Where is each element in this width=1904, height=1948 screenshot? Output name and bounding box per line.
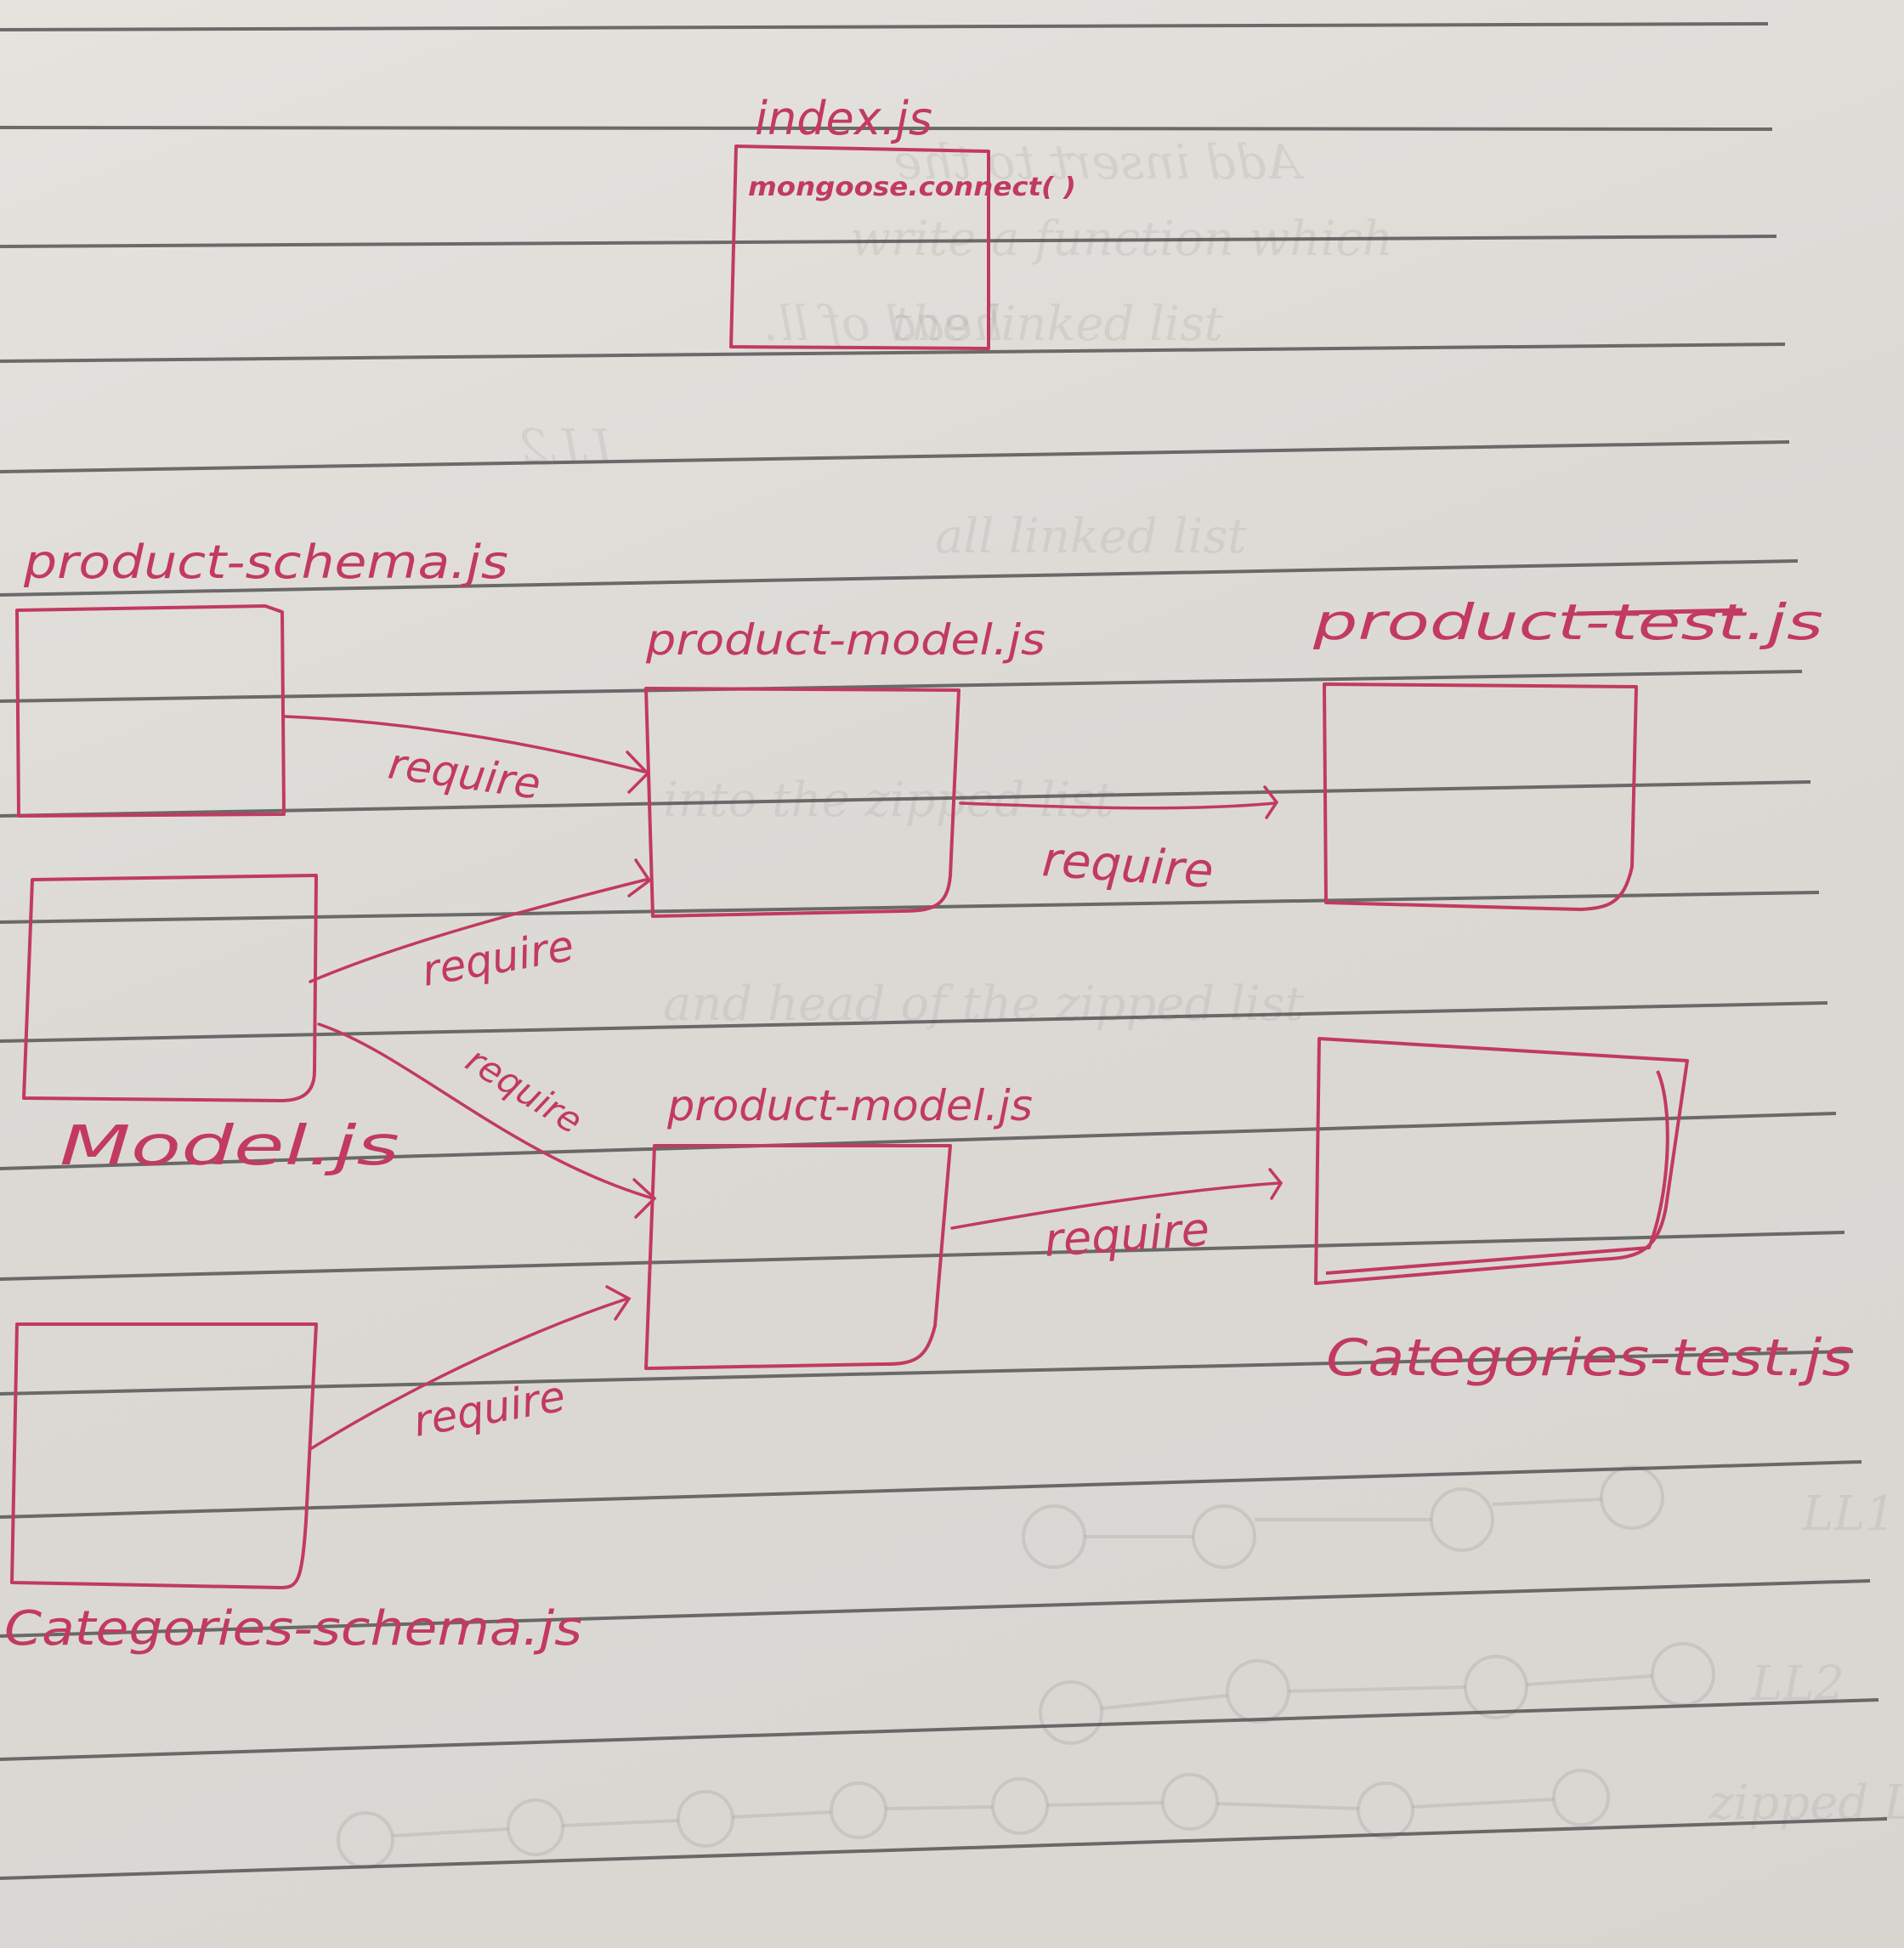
index-file-label: index.js xyxy=(755,92,932,145)
svg-text:LL1: LL1 xyxy=(1801,1486,1896,1542)
product-model-top-label: product-model.js xyxy=(645,615,1046,665)
module-boxes xyxy=(10,144,1689,1589)
product-schema-label: product-schema.js xyxy=(23,535,508,589)
edge-label-model-top-to-test: require xyxy=(1040,832,1216,899)
arrow-model-to-model-top xyxy=(309,878,648,983)
arrowhead-schema-to-model-top xyxy=(626,750,650,794)
product-model-bottom-box xyxy=(644,1144,952,1370)
index-code-text: mongoose.connect( ) xyxy=(748,173,1076,202)
index-box xyxy=(729,144,990,350)
categories-schema-label: Categories-schema.js xyxy=(4,1601,582,1656)
edge-label-model-bottom-to-cattest: require xyxy=(1043,1203,1211,1267)
model-box xyxy=(22,874,318,1102)
categories-schema-box xyxy=(10,1322,318,1589)
product-model-bottom-label: product-model.js xyxy=(666,1081,1033,1130)
svg-text:head of ll.: head of ll. xyxy=(763,297,1003,352)
model-label: Model.js xyxy=(60,1115,400,1178)
arrow-model-bottom-to-cattest xyxy=(950,1181,1281,1230)
edge-label-schema-to-model-top: require xyxy=(385,739,543,808)
arrowhead-catschema-to-model-bottom xyxy=(605,1285,632,1321)
product-test-box xyxy=(1323,682,1638,911)
edge-label-model-to-model-top: require xyxy=(418,920,577,995)
svg-text:LL2: LL2 xyxy=(518,420,613,475)
svg-text:and head of the zipped list: and head of the zipped list xyxy=(663,977,1305,1032)
arrowhead-model-bottom-to-cattest xyxy=(1268,1168,1284,1200)
edge-label-model-to-model-bottom: require xyxy=(459,1039,590,1142)
arrow-model-to-model-bottom xyxy=(317,1022,654,1200)
connectors xyxy=(283,715,1284,1451)
product-model-top-box xyxy=(644,687,960,918)
categories-test-label: Categories-test.js xyxy=(1326,1328,1853,1388)
svg-text:the linked list: the linked list xyxy=(892,297,1224,352)
arrow-model-top-to-test xyxy=(959,801,1277,810)
arrow-catschema-to-model-bottom xyxy=(309,1297,629,1451)
svg-text:all linked list: all linked list xyxy=(935,509,1247,564)
ruled-lines xyxy=(0,22,1888,1880)
arrow-schema-to-model-top xyxy=(283,715,646,773)
arrowhead-model-top-to-test xyxy=(1263,785,1279,819)
product-schema-box xyxy=(15,604,286,818)
categories-test-box-inner xyxy=(1325,1070,1669,1275)
categories-test-box xyxy=(1314,1037,1689,1285)
product-test-strike xyxy=(1576,608,1743,616)
svg-text:Add insert to the: Add insert to the xyxy=(893,135,1305,190)
arrowhead-model-to-model-top xyxy=(627,858,652,898)
product-test-label: product-test.js xyxy=(1312,593,1823,651)
arrowhead-model-to-model-bottom xyxy=(632,1178,657,1219)
